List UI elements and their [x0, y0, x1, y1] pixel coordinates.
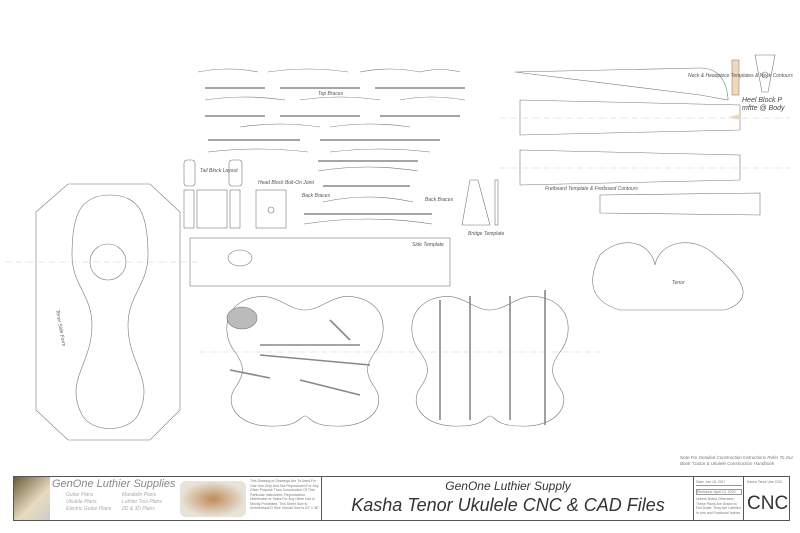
units-note: Unless Noted Otherwise, These Plans Are … [696, 497, 741, 515]
sheet-code: CNC [747, 493, 789, 514]
title-panel: GenOne Luthier Supply Kasha Tenor Ukulel… [321, 476, 695, 521]
top-braces-label: Top Braces [318, 91, 344, 97]
brand-photo-left [14, 477, 50, 520]
side-template [189, 237, 451, 287]
product-link: Mandolin Plans [122, 492, 157, 498]
top-plate [226, 296, 384, 427]
product-link: Guitar Plans [66, 492, 94, 498]
back-braces-label-right: Back Braces [425, 197, 454, 203]
brand-photo-mold [180, 481, 246, 517]
tenor-label: Tenor [672, 280, 685, 286]
date: Date: Jan 15, 2017 [696, 480, 742, 486]
bridge-template-label: Bridge Template [468, 231, 504, 237]
tail-block-label: Tail Block Layout [200, 168, 238, 174]
blocks: Tail Block Layout Head Block Bolt-On Joi… [183, 159, 314, 229]
side-form [35, 183, 181, 441]
sheet-panel: Kasha Tenor Uke CNC CNC [743, 476, 790, 521]
fretboard-label: Fretboard Template & Fretboard Contours [545, 186, 638, 192]
construction-note: Note For Detailed Construction Instructi… [680, 455, 794, 466]
neck-templates-label: Neck & Headpiece Templates & Neck Contou… [688, 73, 793, 79]
top-braces: Top Braces [197, 68, 466, 153]
brand-panel: GenOne Luthier Supplies Guitar Plans Uku… [13, 476, 323, 521]
legal-text: This Drawing or Drawings Are To Used For… [250, 479, 320, 510]
product-link: Luthier Tool Plans [122, 499, 162, 505]
revision-panel: Date: Jan 15, 2017 Revisions: April 13, … [693, 476, 745, 521]
bridge-template [461, 179, 491, 226]
side-template-label: Side Template [412, 242, 444, 248]
neck-templates: Neck & Headpiece Templates & Neck Contou… [500, 54, 793, 216]
revision: Revisions: April 13, 2020 [696, 488, 742, 495]
product-link: Electric Guitar Plans [66, 506, 112, 512]
tenor-mold [592, 242, 744, 311]
head-block-label: Head Block Bolt-On Joint [258, 180, 314, 186]
drawing-title: Kasha Tenor Ukulele CNC & CAD Files [351, 495, 665, 515]
heel-block-label: Heel Block P mftte @ Body [742, 97, 785, 112]
sheet-name: Kasha Tenor Uke CNC [747, 480, 783, 484]
back-braces-label-left: Back Braces [302, 193, 331, 199]
brand-name: GenOne Luthier Supplies [52, 478, 176, 490]
product-link: 2D & 3D Plans [122, 506, 155, 512]
side-form-label: Tenor Side Form [54, 309, 66, 347]
company-name: GenOne Luthier Supply [445, 479, 571, 493]
back-braces: Back Braces Back Braces [302, 160, 454, 225]
back-plate [411, 290, 569, 427]
product-link: Ukulele Plans [66, 499, 97, 505]
